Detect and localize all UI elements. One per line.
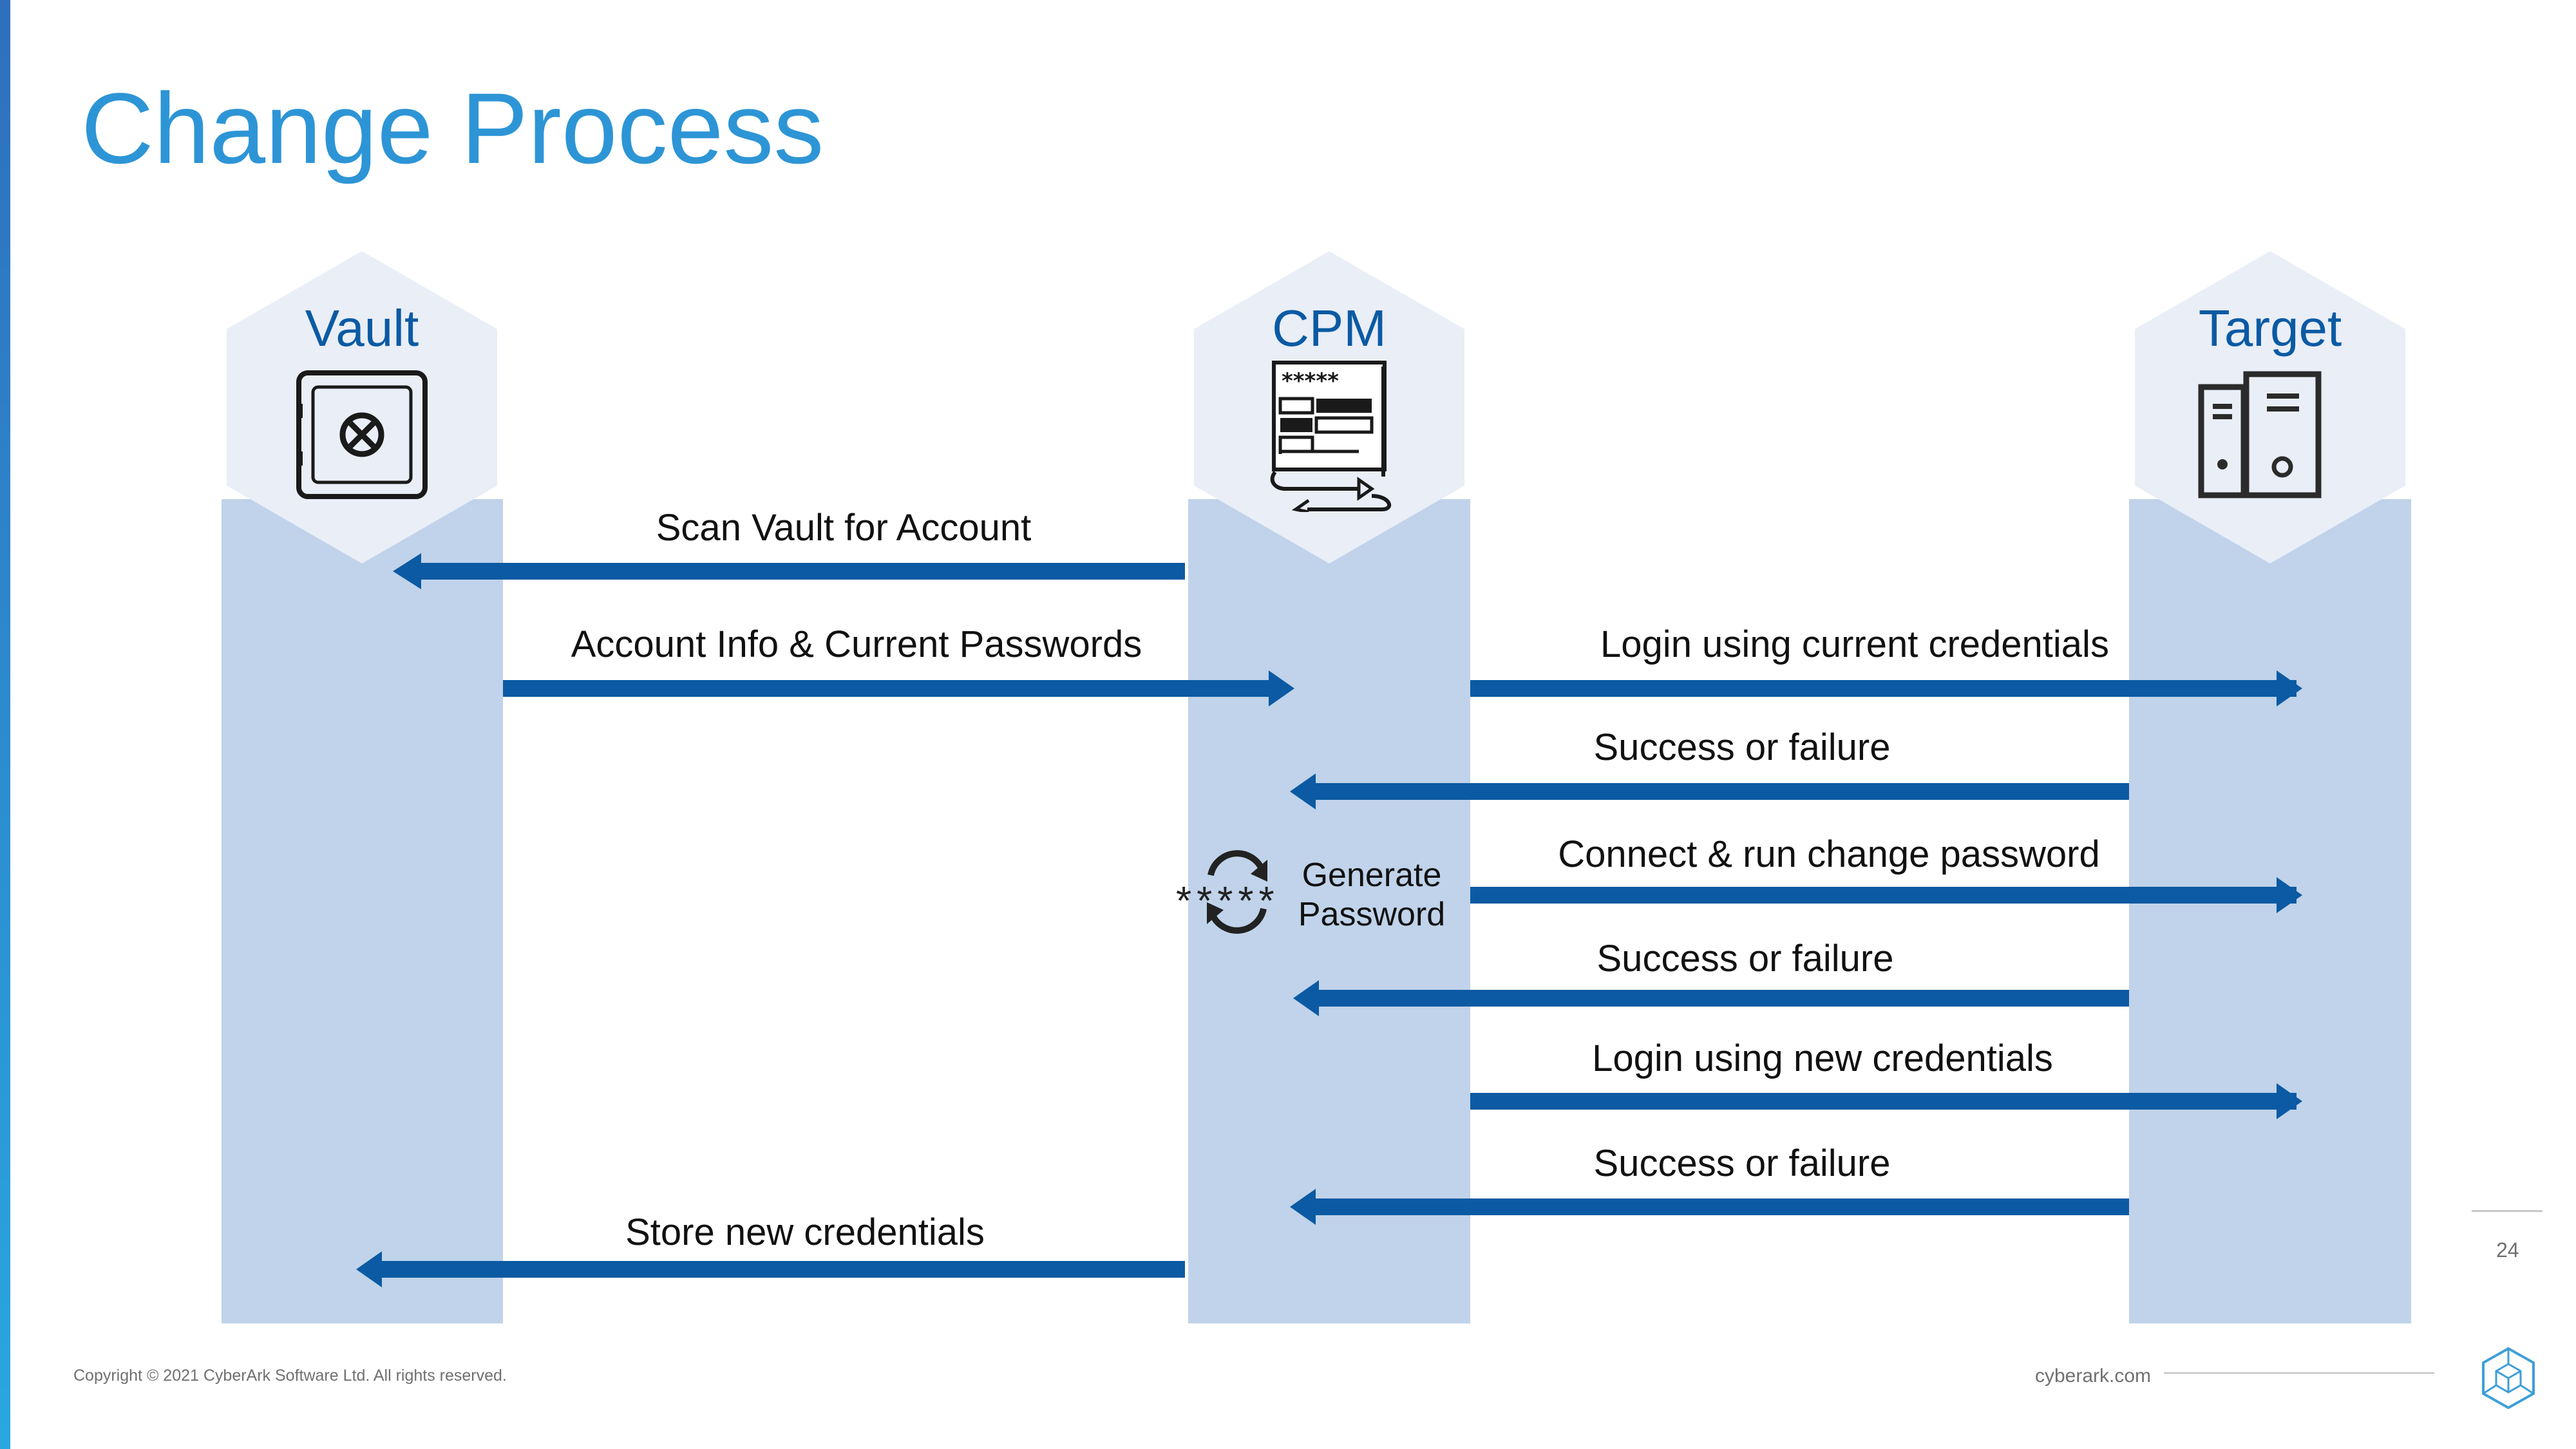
footer-site: cyberark.com (2035, 1365, 2152, 1387)
left-accent-bar (0, 0, 10, 1449)
msg-account-info: Account Info & Current Passwords (571, 623, 1142, 665)
vault-label: Vault (305, 299, 419, 357)
icon-password-stars: ***** (1282, 368, 1339, 394)
password-form-icon: ***** (1270, 361, 1391, 512)
copyright: Copyright © 2021 CyberArk Software Ltd. … (73, 1367, 507, 1385)
msg-connect-change: Connect & run change password (1558, 833, 2100, 875)
page-number-rule (2472, 1210, 2543, 1212)
msg-success-2: Success or failure (1596, 938, 1894, 980)
page-title: Change Process (81, 73, 824, 185)
cpm-lane (1188, 499, 1470, 1323)
vault-lane (222, 499, 503, 1323)
refresh-icon (1207, 850, 1267, 934)
target-label: Target (2198, 299, 2342, 357)
generate-label-line1: Generate (1302, 857, 1442, 894)
safe-icon (296, 370, 428, 499)
generate-label-line2: Password (1298, 896, 1446, 933)
msg-store-new: Store new credentials (625, 1211, 985, 1253)
msg-login-current: Login using current credentials (1600, 623, 2109, 665)
msg-success-1: Success or failure (1593, 726, 1891, 768)
cyberark-logo-icon (2482, 1347, 2535, 1410)
server-icon (2198, 371, 2322, 498)
cpm-label: CPM (1272, 299, 1387, 357)
footer-rule (2164, 1372, 2434, 1374)
msg-login-new: Login using new credentials (1592, 1037, 2053, 1079)
generated-password-stars: ***** (1176, 879, 1280, 923)
target-lane (2129, 499, 2411, 1323)
page-number: 24 (2496, 1238, 2519, 1262)
vault-hexagon (227, 251, 497, 564)
msg-scan-vault: Scan Vault for Account (656, 507, 1032, 549)
msg-success-3: Success or failure (1593, 1142, 1891, 1184)
